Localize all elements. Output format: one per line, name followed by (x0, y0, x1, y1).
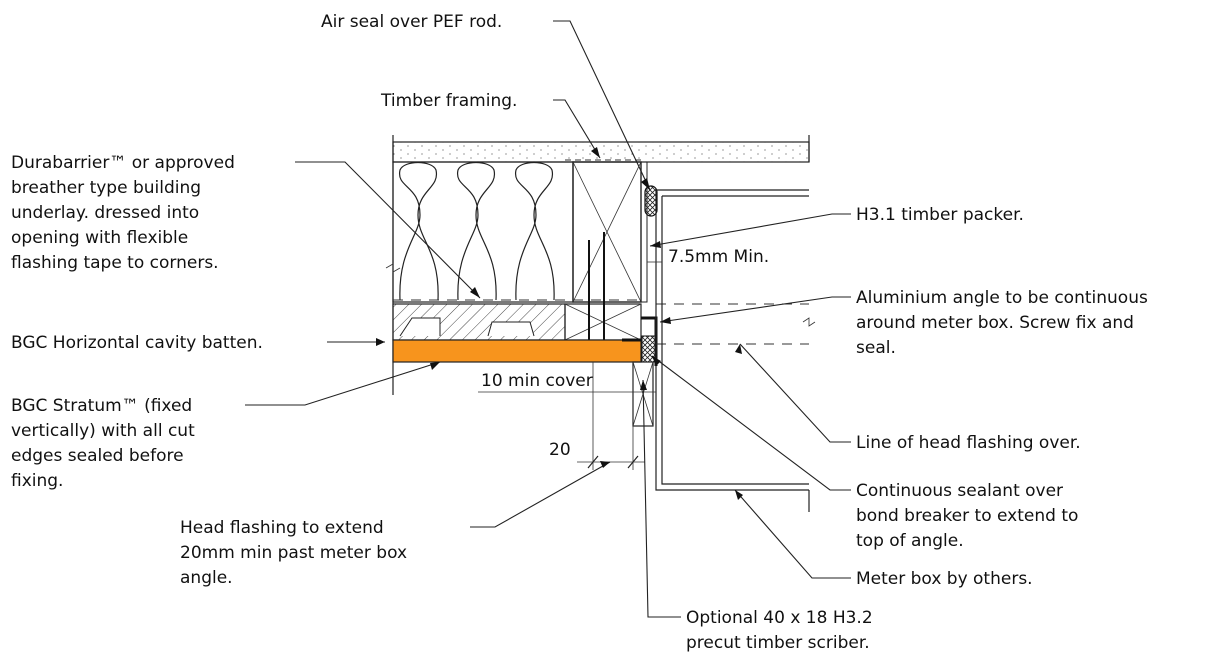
label-meter-box: Meter box by others. (856, 569, 1033, 589)
leader-lines (245, 20, 851, 618)
label-head-flashing-line: Line of head flashing over. (856, 433, 1081, 453)
lining-board (392, 141, 810, 163)
building-underlay (565, 159, 642, 300)
stratum-cladding (392, 339, 642, 363)
label-aluminium-angle: Aluminium angle to be continuous around … (856, 288, 1153, 358)
label-air-seal: Air seal over PEF rod. (321, 12, 502, 32)
label-dim-20: 20 (549, 440, 571, 460)
insulation-batts (399, 161, 555, 301)
leader-arrowheads (376, 147, 743, 500)
timber-packer (640, 161, 648, 303)
wall-section (385, 135, 816, 512)
pef-rod (644, 185, 658, 217)
insulation-bay (392, 161, 574, 303)
label-head-flashing-extend: Head flashing to extend 20mm min past me… (180, 518, 412, 588)
label-sealant: Continuous sealant over bond breaker to … (856, 481, 1084, 551)
label-cavity-batten: BGC Horizontal cavity batten. (11, 333, 263, 353)
label-h31-packer: H3.1 timber packer. (856, 205, 1024, 225)
label-stratum: BGC Stratum™ (fixed vertically) with all… (11, 396, 200, 491)
meter-box (655, 189, 810, 512)
label-cover: 10 min cover (481, 371, 593, 391)
label-gap-min: 7.5mm Min. (668, 247, 769, 267)
label-durabarrier: Durabarrier™ or approved breather type b… (11, 153, 240, 273)
label-timber-framing: Timber framing. (380, 91, 517, 111)
label-scriber: Optional 40 x 18 H3.2 precut timber scri… (686, 608, 878, 653)
timber-scriber (632, 361, 654, 427)
